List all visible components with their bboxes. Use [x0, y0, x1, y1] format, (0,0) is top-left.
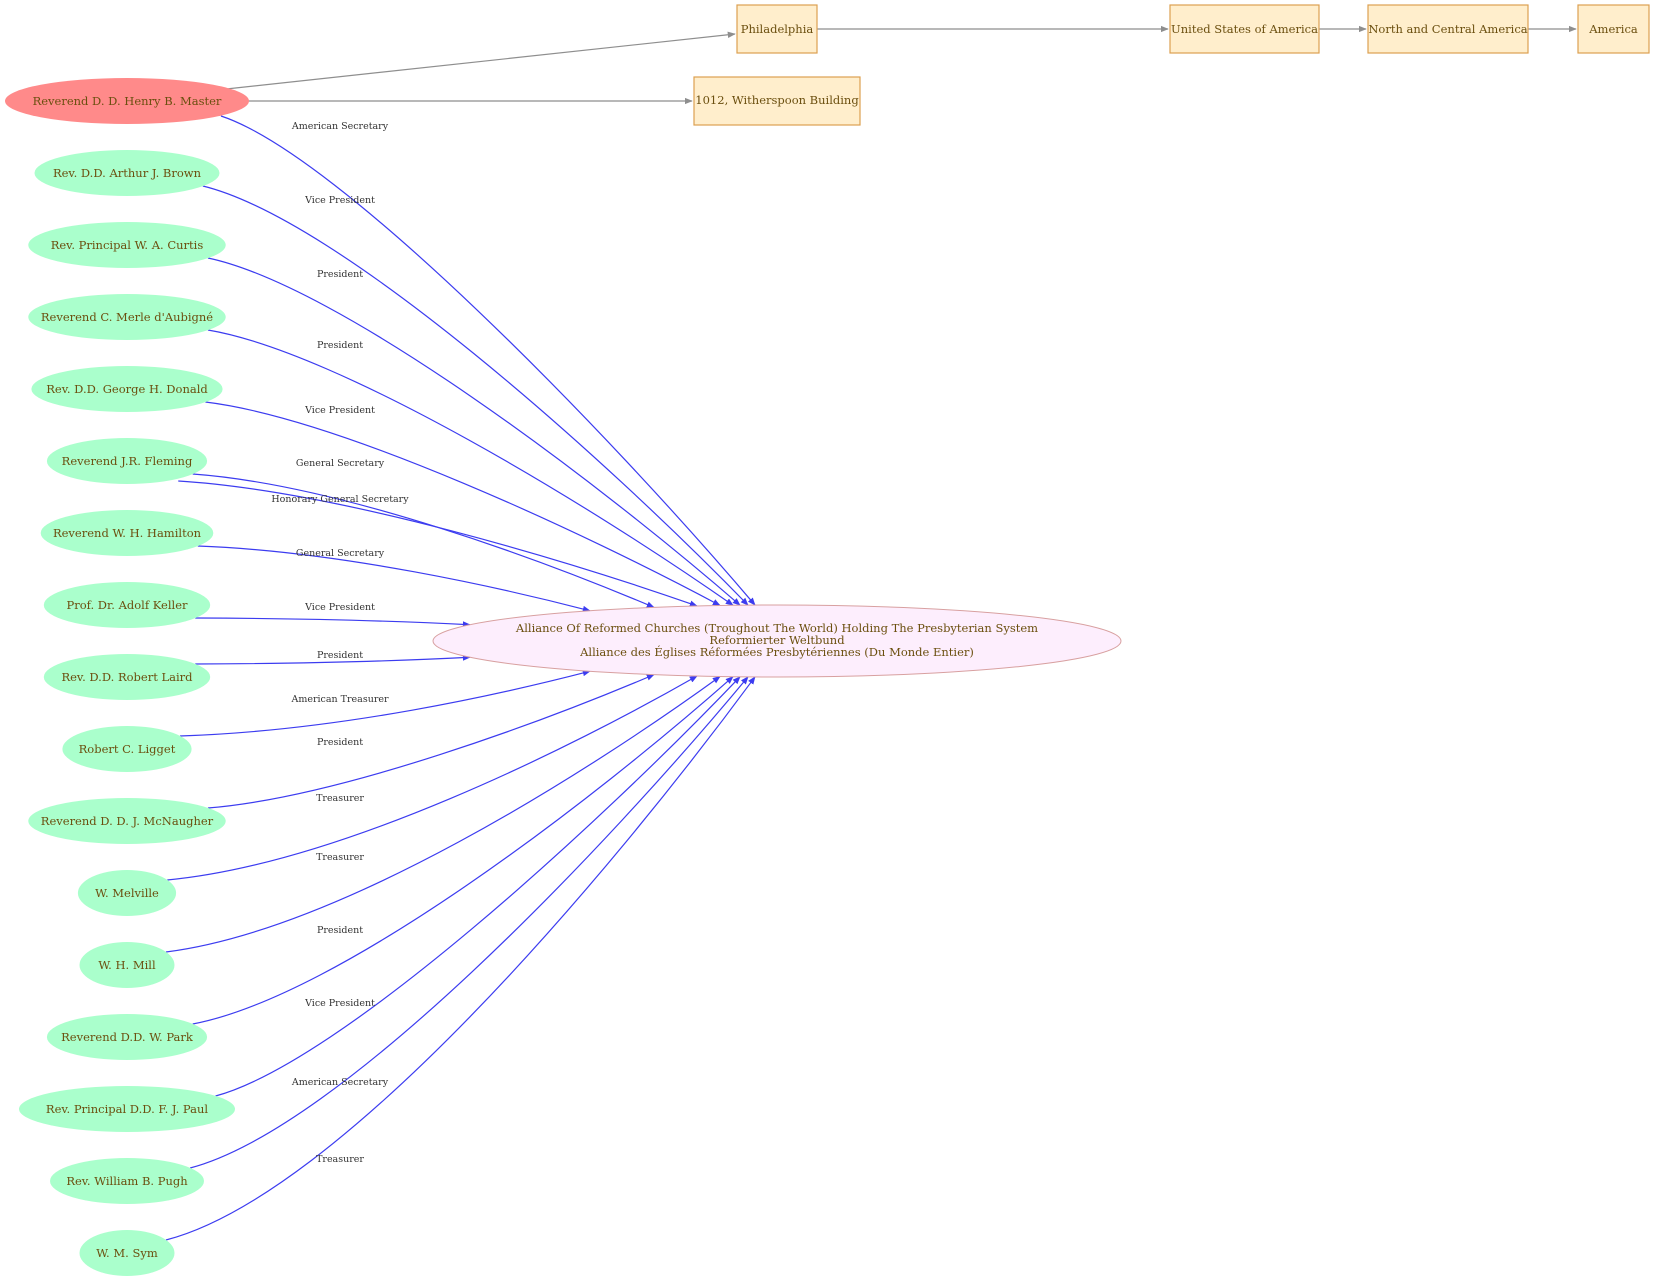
person-name: Robert C. Ligget: [79, 742, 176, 756]
role-edge-w-h-mill: [165, 676, 721, 953]
person-node-reverend-w-h-hamilton[interactable]: Reverend W. H. Hamilton: [40, 510, 214, 556]
place-node-philadelphia[interactable]: Philadelphia: [736, 4, 818, 54]
role-edge-rev-d-d-arthur-j-brown: [202, 185, 749, 606]
person-node-rev-d-d-arthur-j-brown[interactable]: Rev. D.D. Arthur J. Brown: [34, 150, 220, 196]
person-name: Reverend W. H. Hamilton: [53, 526, 202, 540]
person-node-reverend-d-d-j-mcnaugher[interactable]: Reverend D. D. J. McNaugher: [28, 798, 226, 844]
person-node-rev-principal-w-a-curtis[interactable]: Rev. Principal W. A. Curtis: [28, 222, 226, 268]
person-node-rev-d-d-george-h-donald[interactable]: Rev. D.D. George H. Donald: [31, 366, 223, 412]
person-name: Reverend C. Merle d'Aubigné: [41, 310, 213, 324]
person-name: Rev. D.D. Robert Laird: [61, 670, 193, 684]
organization-node[interactable]: Alliance Of Reformed Churches (Troughout…: [432, 604, 1122, 678]
person-name: Rev. Principal W. A. Curtis: [51, 238, 204, 252]
place-label-north-central-america: North and Central America: [1368, 22, 1527, 36]
place-node-address[interactable]: 1012, Witherspoon Building: [693, 76, 861, 126]
person-node-rev-william-b-pugh[interactable]: Rev. William B. Pugh: [50, 1158, 204, 1204]
role-edge-rev-principal-d-d-f-j-paul: [215, 676, 741, 1097]
person-name: Rev. D.D. Arthur J. Brown: [53, 166, 202, 180]
focus-person-name: Reverend D. D. Henry B. Master: [33, 94, 222, 108]
place-node-north-central-america[interactable]: North and Central America: [1367, 4, 1529, 54]
place-label-america: America: [1588, 22, 1638, 36]
role-edge-reverend-j-r-fleming: [192, 473, 655, 608]
person-node-w-melville[interactable]: W. Melville: [77, 870, 177, 916]
person-name: Prof. Dr. Adolf Keller: [66, 598, 188, 612]
role-label-reverend-d-d-j-mcnaugher: President: [317, 737, 363, 748]
role-label-prof-dr-adolf-keller: Vice President: [304, 602, 375, 613]
location-edges: [216, 25, 1577, 105]
focus-person-node[interactable]: Reverend D. D. Henry B. Master: [5, 78, 249, 124]
role-label-rev-william-b-pugh: American Secretary: [291, 1077, 389, 1088]
role-label-focus-person: American Secretary: [291, 121, 389, 132]
person-name: Reverend D. D. J. McNaugher: [41, 814, 214, 828]
role-label-rev-d-d-robert-laird: President: [317, 650, 363, 661]
person-name: Reverend D.D. W. Park: [61, 1030, 194, 1044]
role-label-reverend-j-r-fleming: General Secretary: [296, 458, 385, 469]
person-name: Rev. William B. Pugh: [66, 1174, 188, 1188]
place-label-philadelphia: Philadelphia: [741, 22, 814, 36]
role-edge-w-melville: [167, 675, 698, 881]
role-edge-prof-dr-adolf-keller: [195, 617, 471, 628]
person-name: Rev. D.D. George H. Donald: [46, 382, 208, 396]
role-edge-focus-person: [220, 115, 756, 606]
person-name: Reverend J.R. Fleming: [62, 454, 193, 468]
person-node-w-h-mill[interactable]: W. H. Mill: [79, 942, 175, 988]
role-edge-robert-c-ligget: [179, 669, 591, 737]
person-node-w-m-sym[interactable]: W. M. Sym: [79, 1230, 175, 1276]
role-label-w-h-mill: Treasurer: [316, 852, 364, 863]
role-label-reverend-j-r-fleming-honorary: Honorary General Secretary: [271, 494, 409, 505]
role-label-rev-principal-d-d-f-j-paul: Vice President: [304, 998, 375, 1009]
person-name: W. Melville: [95, 886, 159, 900]
role-label-reverend-w-h-hamilton: General Secretary: [296, 548, 385, 559]
person-name: Rev. Principal D.D. F. J. Paul: [46, 1102, 208, 1116]
role-label-reverend-c-merle-d-aubign: President: [317, 340, 363, 351]
person-node-robert-c-ligget[interactable]: Robert C. Ligget: [62, 726, 192, 772]
role-label-robert-c-ligget: American Treasurer: [290, 694, 389, 705]
role-edge-reverend-w-h-hamilton: [197, 545, 591, 613]
organization-name-line-3: Alliance des Églises Réformées Presbytér…: [579, 645, 974, 659]
person-node-reverend-d-d-w-park[interactable]: Reverend D.D. W. Park: [46, 1014, 208, 1060]
person-node-rev-principal-d-d-f-j-paul[interactable]: Rev. Principal D.D. F. J. Paul: [19, 1086, 235, 1132]
place-label-address: 1012, Witherspoon Building: [695, 93, 859, 107]
place-node-usa[interactable]: United States of America: [1169, 4, 1320, 54]
person-name: W. H. Mill: [98, 958, 156, 972]
organization-name-line-1: Alliance Of Reformed Churches (Troughout…: [515, 621, 1038, 635]
organization-name-line-2: Reformierter Weltbund: [709, 633, 845, 647]
role-edge-reverend-d-d-j-mcnaugher: [207, 674, 655, 809]
person-node-prof-dr-adolf-keller[interactable]: Prof. Dr. Adolf Keller: [43, 582, 211, 628]
role-edge-rev-william-b-pugh: [189, 676, 749, 1169]
role-edge-rev-d-d-robert-laird: [195, 654, 471, 665]
person-node-rev-d-d-robert-laird[interactable]: Rev. D.D. Robert Laird: [43, 654, 211, 700]
person-node-reverend-c-merle-d-aubign[interactable]: Reverend C. Merle d'Aubigné: [28, 294, 226, 340]
place-label-usa: United States of America: [1171, 22, 1318, 36]
role-edge-reverend-j-r-fleming-honorary: [178, 480, 698, 607]
role-edge-rev-principal-w-a-curtis: [207, 257, 741, 606]
role-label-rev-d-d-arthur-j-brown: Vice President: [304, 195, 375, 206]
person-name: W. M. Sym: [96, 1246, 158, 1260]
role-edge-w-m-sym: [165, 676, 756, 1241]
role-edge-reverend-d-d-w-park: [192, 676, 734, 1025]
role-label-w-m-sym: Treasurer: [316, 1154, 364, 1165]
role-edges: [165, 115, 756, 1241]
location-edge-focus-philadelphia: [216, 31, 736, 91]
role-label-rev-d-d-george-h-donald: Vice President: [304, 405, 375, 416]
role-edge-reverend-c-merle-d-aubign: [207, 329, 734, 606]
role-label-rev-principal-w-a-curtis: President: [317, 269, 363, 280]
place-node-america[interactable]: America: [1577, 4, 1650, 54]
person-node-reverend-j-r-fleming[interactable]: Reverend J.R. Fleming: [46, 438, 208, 484]
role-label-reverend-d-d-w-park: President: [317, 925, 363, 936]
role-label-w-melville: Treasurer: [316, 793, 364, 804]
role-edge-rev-d-d-george-h-donald: [205, 401, 721, 607]
